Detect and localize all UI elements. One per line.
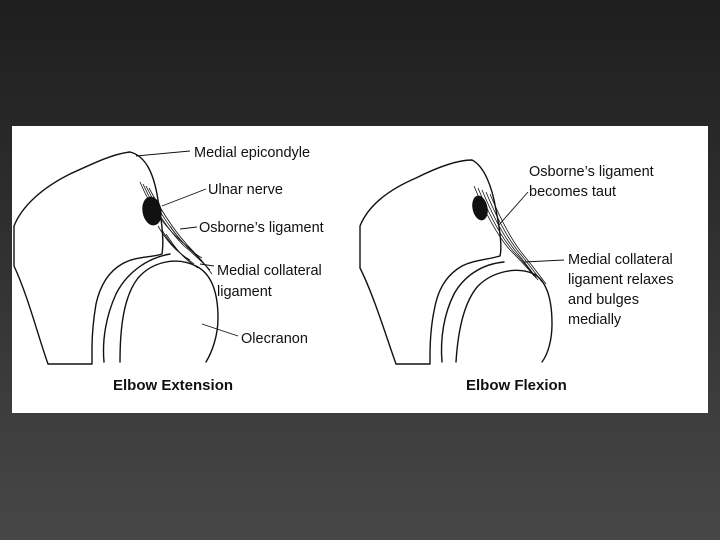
label-ulnar-nerve: Ulnar nerve: [208, 182, 283, 198]
label-osborne-line1: Osborne’s ligament: [529, 164, 654, 180]
label-mcl-relaxes-line3: and bulges: [568, 292, 639, 308]
illustration-panel: Medial epicondyle Ulnar nerve Osborne’s …: [12, 126, 708, 413]
leader-mcl-relaxes: [524, 260, 564, 262]
olecranon-bone-flexion: [456, 270, 552, 362]
extension-illustration: [14, 152, 218, 364]
leader-ulnar-nerve: [162, 189, 206, 206]
leader-osborne-taut: [498, 192, 528, 226]
label-mcl-relaxes-line1: Medial collateral: [568, 252, 673, 268]
elbow-diagram: Medial epicondyle Ulnar nerve Osborne’s …: [12, 126, 708, 413]
flexion-illustration: [360, 160, 552, 364]
label-mcl-line2: ligament: [217, 284, 272, 300]
caption-elbow-extension: Elbow Extension: [113, 377, 233, 394]
leader-olecranon: [202, 324, 238, 336]
caption-elbow-flexion: Elbow Flexion: [466, 377, 567, 394]
olecranon-bone: [120, 261, 218, 362]
label-osbornes-ligament: Osborne’s ligament: [199, 220, 324, 236]
label-mcl-relaxes-line4: medially: [568, 312, 622, 328]
label-olecranon: Olecranon: [241, 331, 308, 347]
label-medial-epicondyle: Medial epicondyle: [194, 145, 310, 161]
leader-osbornes-ligament: [180, 227, 197, 229]
leader-mcl: [200, 264, 214, 266]
humerus-flexion: [360, 160, 501, 364]
label-osborne-line2: becomes taut: [529, 184, 616, 200]
label-mcl-line1: Medial collateral: [217, 263, 322, 279]
label-mcl-relaxes-line2: ligament relaxes: [568, 272, 674, 288]
leader-medial-epicondyle: [136, 151, 190, 156]
